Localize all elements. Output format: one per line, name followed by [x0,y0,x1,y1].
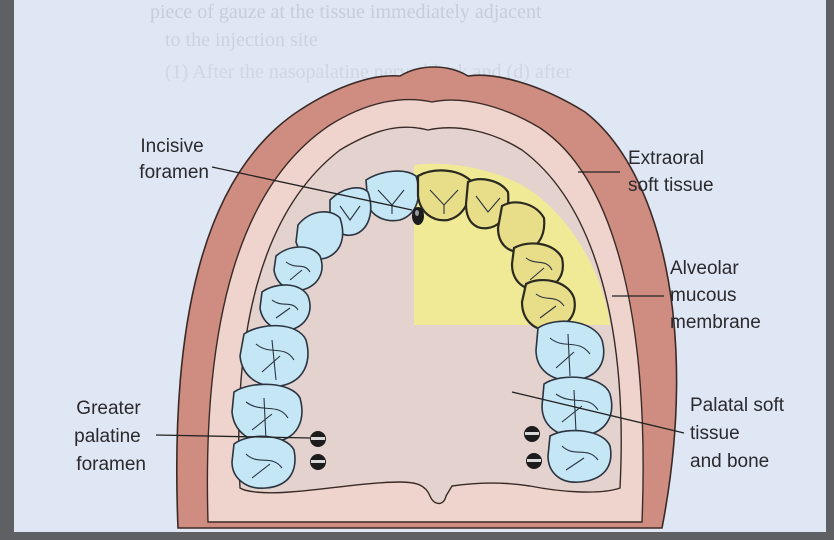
tooth-left-first-premolar [274,247,322,290]
label-greater-palatine-foramen: Greater palatine foramen [74,398,146,475]
tooth-left-third-molar [232,436,295,488]
tooth-left-second-molar [232,384,302,442]
faint-text-bleed-2: to the injection site [165,29,318,51]
tooth-right-third-molar [548,431,611,483]
tooth-left-second-premolar [260,285,310,330]
tooth-right-second-molar [542,377,612,436]
faint-text-bleed: piece of gauze at the tissue immediately… [150,1,542,23]
incisive-foramen [412,207,424,225]
